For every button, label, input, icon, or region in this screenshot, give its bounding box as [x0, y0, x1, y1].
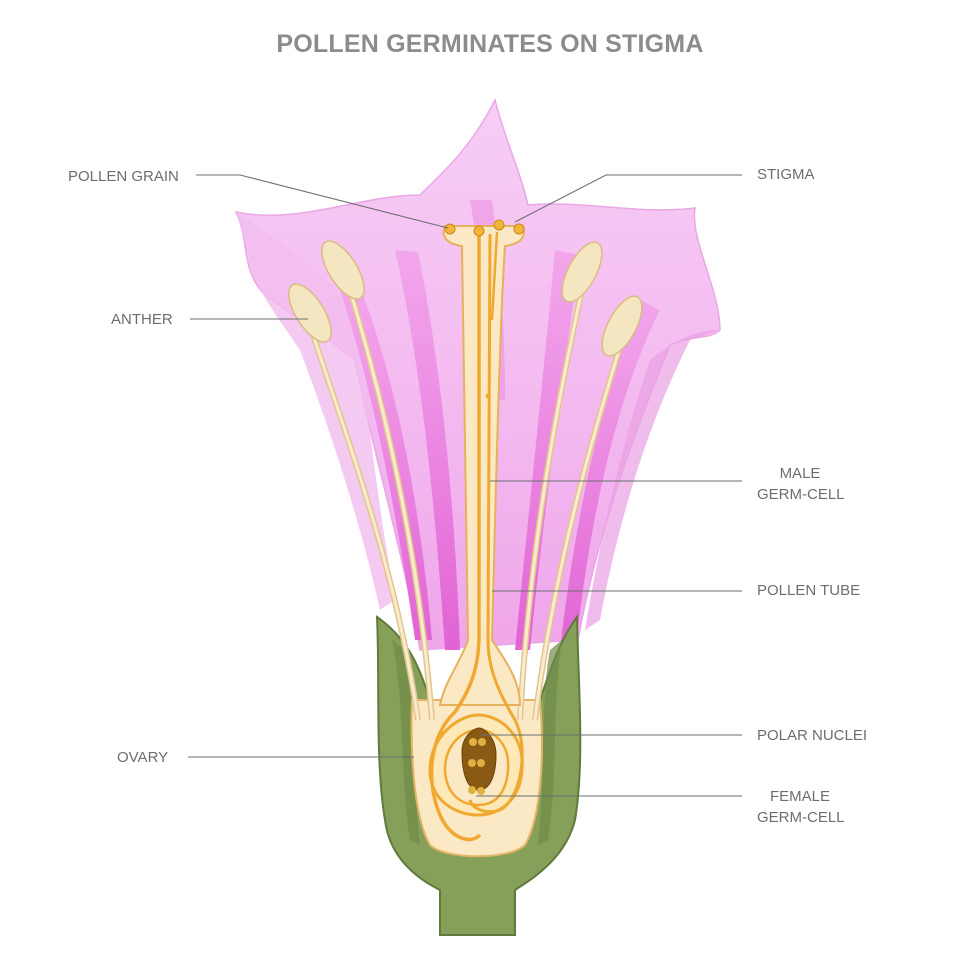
pollen-grain-2: [473, 225, 485, 237]
nucleus-4: [477, 759, 485, 767]
style: [438, 225, 525, 706]
label-female-germ-cell-line1: FEMALE: [769, 788, 830, 805]
leader-stigma: [514, 174, 742, 223]
pollen-grain-1: [444, 223, 456, 235]
label-male-germ-cell: MALE GERM-CELL: [757, 463, 845, 505]
polar-nucleus-1: [469, 738, 477, 746]
label-ovary: OVARY: [117, 749, 169, 766]
petal-stripe-4: [560, 300, 660, 650]
page-title: POLLEN GERMINATES ON STIGMA: [276, 30, 704, 58]
label-pollen-grain: POLLEN GRAIN: [68, 168, 179, 185]
pollen-tube-branch: [490, 231, 499, 321]
female-germ-cell: [468, 786, 476, 794]
label-female-germ-cell-line2: GERM-CELL: [757, 809, 845, 826]
pollen-tube: [429, 234, 482, 842]
anther-1: [288, 283, 332, 343]
label-female-germ-cell: FEMALE GERM-CELL: [757, 786, 845, 828]
filament-3-core: [518, 289, 584, 721]
synergid: [477, 787, 485, 795]
nucleus-3: [468, 759, 476, 767]
pollen-tube-2: [468, 233, 524, 814]
filament-2-core: [348, 289, 434, 721]
pollen-grain-4: [513, 223, 525, 235]
petal-left-lobe: [236, 212, 395, 610]
pollen-grain-3: [493, 219, 505, 231]
anther-4: [601, 295, 643, 357]
label-polar-nuclei: POLAR NUCLEI: [757, 727, 868, 744]
anther-2: [321, 240, 365, 300]
anther-3: [561, 241, 603, 303]
petal-right-lobe: [585, 330, 720, 630]
leader-pollen-grain: [196, 174, 449, 229]
sepal-shade: [392, 640, 420, 845]
embryo-sac: [461, 727, 497, 791]
label-anther: ANTHER: [111, 311, 173, 328]
label-stigma: STIGMA: [757, 166, 815, 183]
label-pollen-tube: POLLEN TUBE: [757, 582, 861, 599]
ovary: [410, 699, 543, 858]
filament-1-core: [308, 324, 420, 721]
pistil: [429, 219, 525, 842]
filament-4-core: [533, 339, 624, 721]
male-germ-cell: [485, 393, 491, 399]
petal-stripe-2: [395, 250, 460, 650]
stamens: [288, 240, 643, 721]
polar-nucleus-2: [478, 738, 486, 746]
petal-stripe-3: [515, 250, 580, 650]
leader-lines: [188, 174, 742, 797]
sepal-shade-right: [538, 640, 562, 845]
label-male-germ-cell-line1: MALE: [779, 465, 821, 482]
label-male-germ-cell-line2: GERM-CELL: [757, 486, 845, 503]
